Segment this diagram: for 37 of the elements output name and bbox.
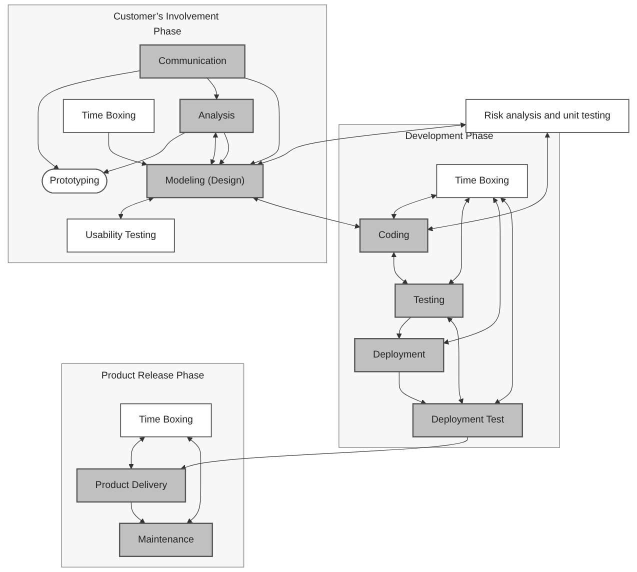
arrow [257, 122, 466, 166]
node-box: Time Boxing [120, 403, 212, 438]
node-box: Deployment Test [412, 403, 523, 438]
arrow [447, 317, 464, 404]
arrow [244, 78, 280, 166]
node-box: Deployment [354, 338, 444, 372]
arrow [186, 436, 202, 524]
arrow [118, 196, 154, 220]
node-box: Time Boxing [62, 98, 155, 133]
node-box: Usability Testing [66, 218, 175, 252]
arrow [494, 198, 513, 404]
node-box: Risk analysis and unit testing [465, 98, 630, 133]
arrow [108, 132, 148, 166]
node-box: Testing [394, 284, 464, 318]
node-box: Product Delivery [76, 468, 186, 503]
arrow [443, 198, 500, 344]
arrow [427, 132, 550, 232]
arrow [180, 436, 468, 470]
arrow [130, 502, 146, 524]
node-box: Coding [359, 218, 428, 253]
node-box: Analysis [179, 98, 254, 134]
node-box: Maintenance [118, 522, 213, 558]
arrow [128, 436, 145, 470]
arrow [206, 78, 220, 100]
arrow [252, 196, 360, 229]
arrow [391, 194, 437, 220]
arrow [210, 132, 218, 165]
arrow [103, 132, 186, 174]
arrow [219, 132, 229, 165]
arrow [396, 316, 412, 339]
node-box: Communication [140, 44, 246, 79]
node-box: Modeling (Design) [146, 164, 264, 198]
arrow [391, 252, 408, 284]
arrow [38, 70, 140, 170]
arrow [448, 198, 470, 284]
arrow [398, 371, 426, 404]
node-box: Time Boxing [436, 164, 528, 198]
